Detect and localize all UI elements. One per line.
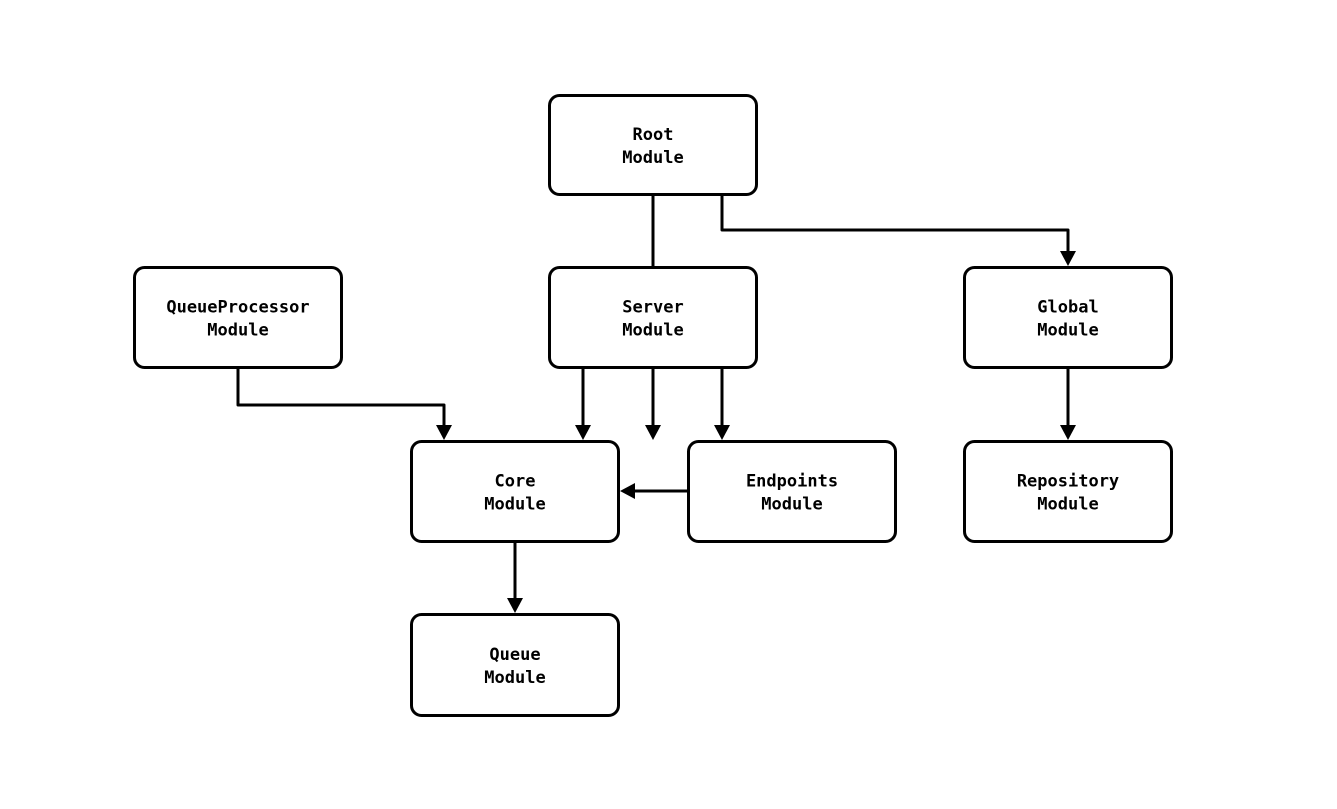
- edge-endpoints-to-core-arrowhead: [620, 483, 635, 499]
- global-module-label-line2: Module: [1037, 321, 1098, 341]
- endpoints-module-label-line1: Endpoints: [746, 472, 838, 492]
- edge-root-to-global-line: [720, 196, 1070, 251]
- core-module-label-line2: Module: [484, 495, 545, 515]
- queueprocessor-module-box[interactable]: [133, 266, 343, 369]
- edge-root-to-global-arrowhead: [1060, 251, 1076, 266]
- global-module-label-line1: Global: [1037, 298, 1098, 318]
- endpoints-module-label-line2: Module: [761, 495, 822, 515]
- edge-root-to-server-arrowhead: [645, 425, 661, 440]
- server-module-label-line1: Server: [622, 298, 683, 318]
- edge-core-to-queue-arrowhead: [507, 598, 523, 613]
- server-module-box[interactable]: [548, 266, 758, 369]
- root-module-label-line2: Module: [622, 148, 683, 168]
- edge-core-to-queue: [507, 543, 523, 613]
- queueprocessor-module-label-line1: QueueProcessor: [166, 298, 309, 318]
- edges-layer: [236, 196, 1076, 613]
- queue-module-label-line2: Module: [484, 668, 545, 688]
- edge-server-to-core: [575, 369, 591, 440]
- queueprocessor-module-label-line2: Module: [207, 321, 268, 341]
- repository-module-label-line1: Repository: [1017, 472, 1119, 492]
- root-module-box[interactable]: [548, 94, 758, 196]
- repository-module-label-line2: Module: [1037, 495, 1098, 515]
- root-module-label-line1: Root: [633, 125, 674, 145]
- endpoints-module-box[interactable]: [687, 440, 897, 543]
- core-module-box[interactable]: [410, 440, 620, 543]
- edge-server-to-endpoints-arrowhead: [714, 425, 730, 440]
- edge-queueprocessor-to-core: [236, 369, 452, 440]
- edge-global-to-repository: [1060, 369, 1076, 440]
- edge-queueprocessor-to-core-line: [236, 369, 446, 425]
- edge-root-to-global: [720, 196, 1076, 266]
- repository-module-box[interactable]: [963, 440, 1173, 543]
- queue-module-label-line1: Queue: [489, 645, 540, 665]
- server-module-label-line2: Module: [622, 321, 683, 341]
- edge-queueprocessor-to-core-arrowhead: [436, 425, 452, 440]
- queue-module-box[interactable]: [410, 613, 620, 717]
- edge-server-to-core-arrowhead: [575, 425, 591, 440]
- edge-endpoints-to-core: [620, 483, 687, 499]
- edge-server-to-endpoints: [714, 369, 730, 440]
- core-module-label-line1: Core: [495, 472, 536, 492]
- global-module-box[interactable]: [963, 266, 1173, 369]
- edge-global-to-repository-arrowhead: [1060, 425, 1076, 440]
